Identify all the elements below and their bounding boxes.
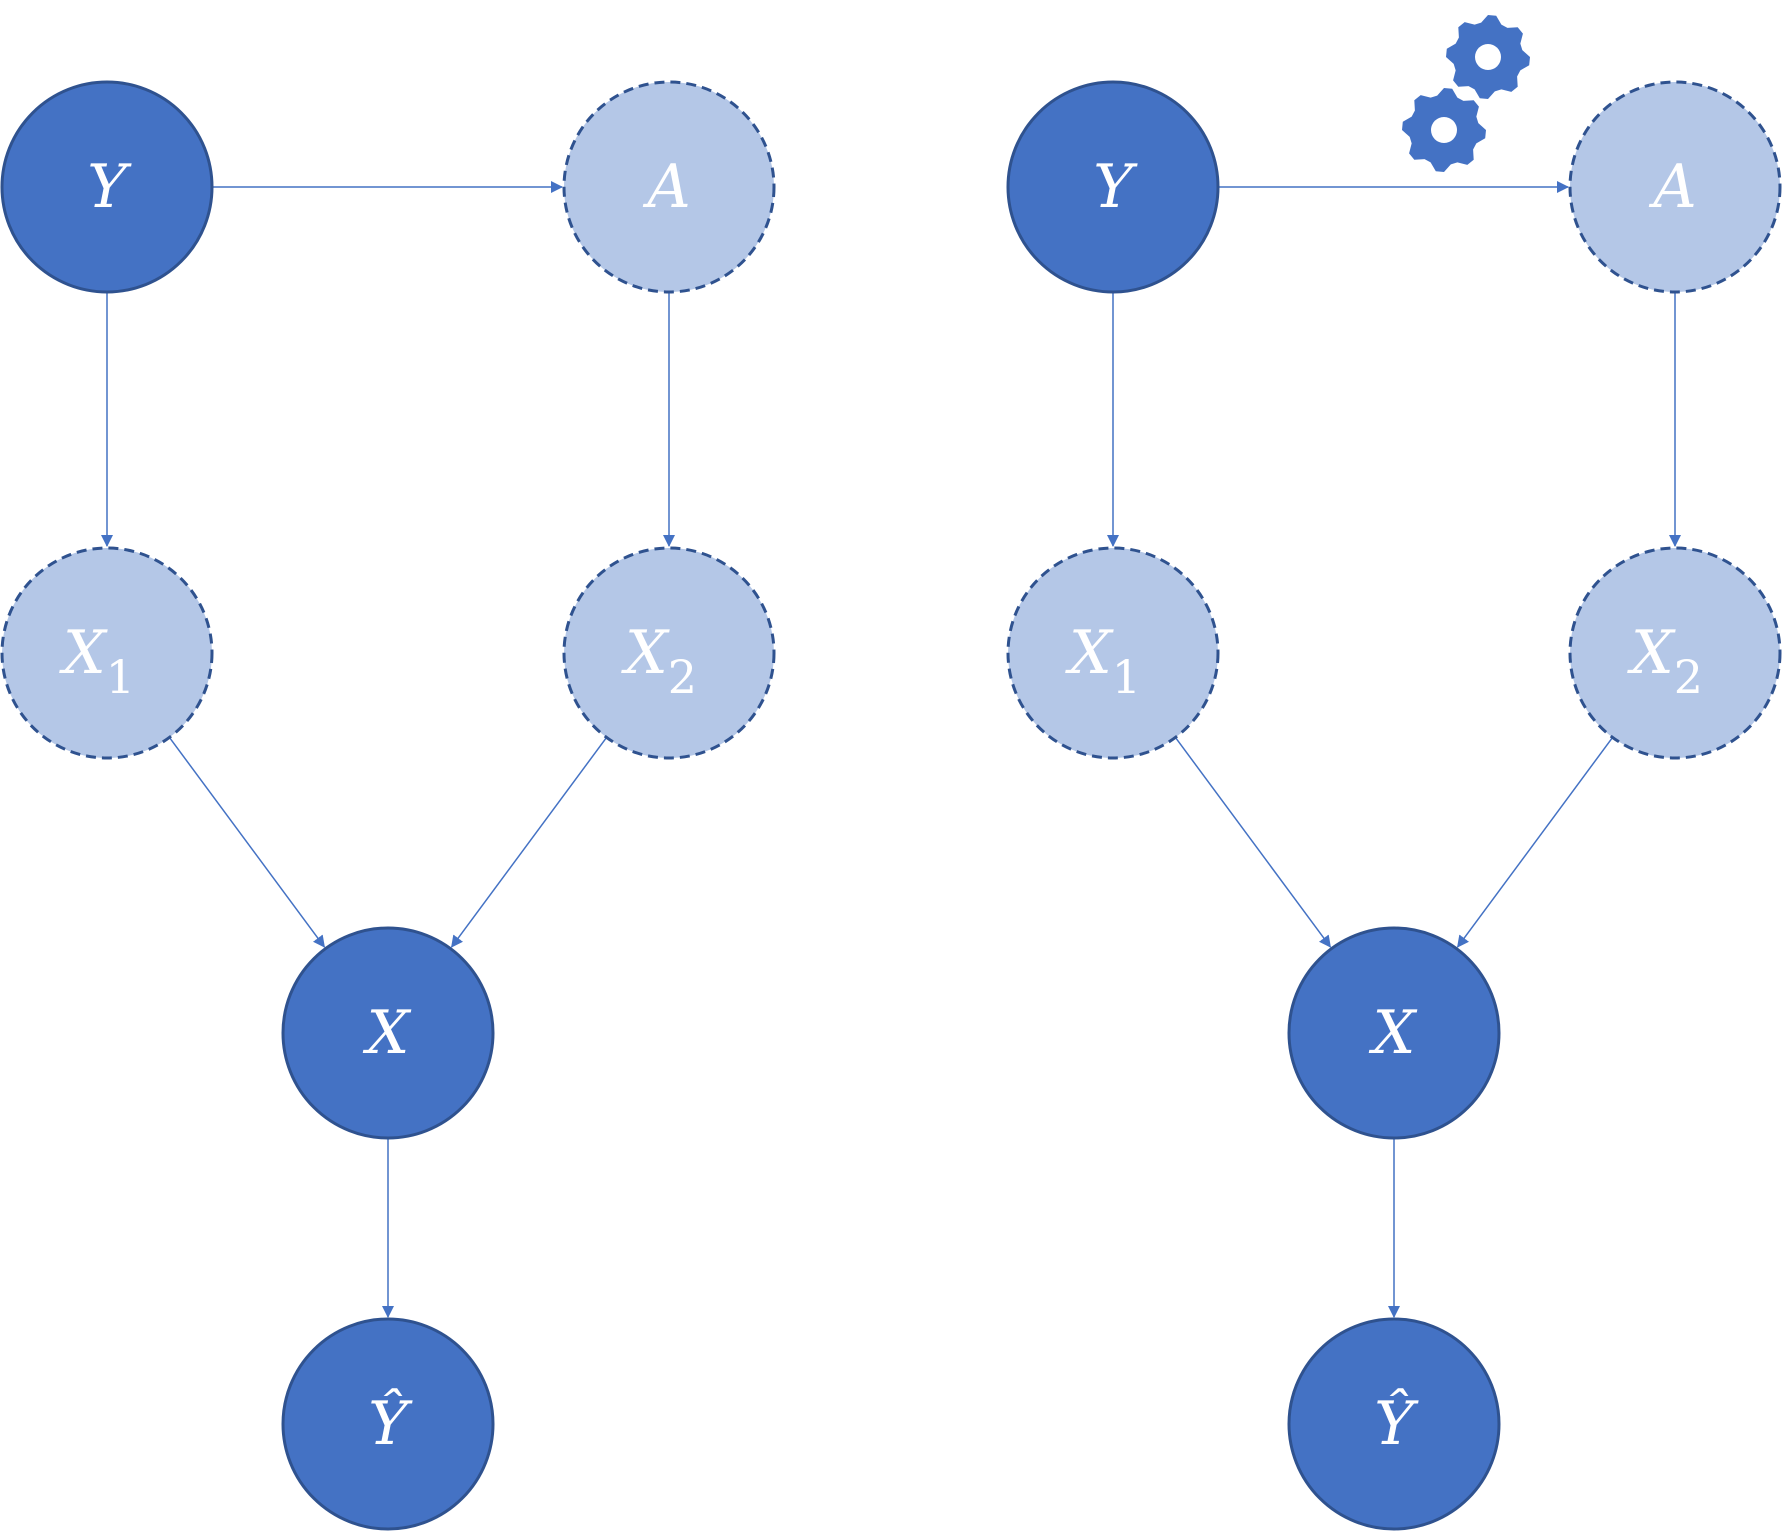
node-right-y: Y <box>1006 80 1220 294</box>
edge-right-x1-to-x <box>1174 736 1331 948</box>
node-left-x: X <box>281 926 495 1140</box>
node-label: X <box>1369 998 1418 1068</box>
node-right-x: X <box>1287 926 1501 1140</box>
node-subscript: 2 <box>668 650 697 704</box>
latent-node-circle <box>1006 546 1220 760</box>
latent-node-circle <box>562 546 776 760</box>
nodes-layer: Y A X1 X2X Ŷ Y A X1 X2X Ŷ <box>0 80 1782 1531</box>
node-subscript: 1 <box>1112 650 1141 704</box>
node-label: Y <box>1093 152 1138 222</box>
edges-layer <box>101 181 1681 1318</box>
node-subscript: 1 <box>106 650 135 704</box>
node-label: A <box>642 152 690 222</box>
gears-icon <box>1402 15 1530 172</box>
observed-node-circle <box>1006 80 1220 294</box>
node-left-x1: X1 <box>0 546 214 760</box>
node-label: A <box>1648 152 1696 222</box>
observed-node-circle <box>0 80 214 294</box>
node-label: Ŷ <box>368 1388 413 1459</box>
node-label: X <box>363 998 412 1068</box>
observed-node-circle <box>281 1317 495 1531</box>
node-label: Y <box>87 152 132 222</box>
observed-node-circle <box>1287 926 1501 1140</box>
observed-node-circle <box>1287 1317 1501 1531</box>
observed-node-circle <box>281 926 495 1140</box>
edge-right-x2-to-x <box>1457 736 1614 948</box>
gear-small-icon <box>1402 88 1486 172</box>
icons-layer <box>1402 15 1530 172</box>
edge-left-x1-to-x <box>168 736 325 948</box>
node-right-yhat: Ŷ <box>1287 1317 1501 1531</box>
edge-left-x2-to-x <box>451 736 608 948</box>
node-subscript: 2 <box>1674 650 1703 704</box>
latent-node-circle <box>0 546 214 760</box>
node-right-x1: X1 <box>1006 546 1220 760</box>
latent-node-circle <box>1568 80 1782 294</box>
node-right-a: A <box>1568 80 1782 294</box>
node-left-yhat: Ŷ <box>281 1317 495 1531</box>
node-left-x2: X2 <box>562 546 776 760</box>
node-label: Ŷ <box>1374 1388 1419 1459</box>
gear-large-icon <box>1446 15 1530 99</box>
node-left-y: Y <box>0 80 214 294</box>
latent-node-circle <box>1568 546 1782 760</box>
node-right-x2: X2 <box>1568 546 1782 760</box>
node-left-a: A <box>562 80 776 294</box>
latent-node-circle <box>562 80 776 294</box>
